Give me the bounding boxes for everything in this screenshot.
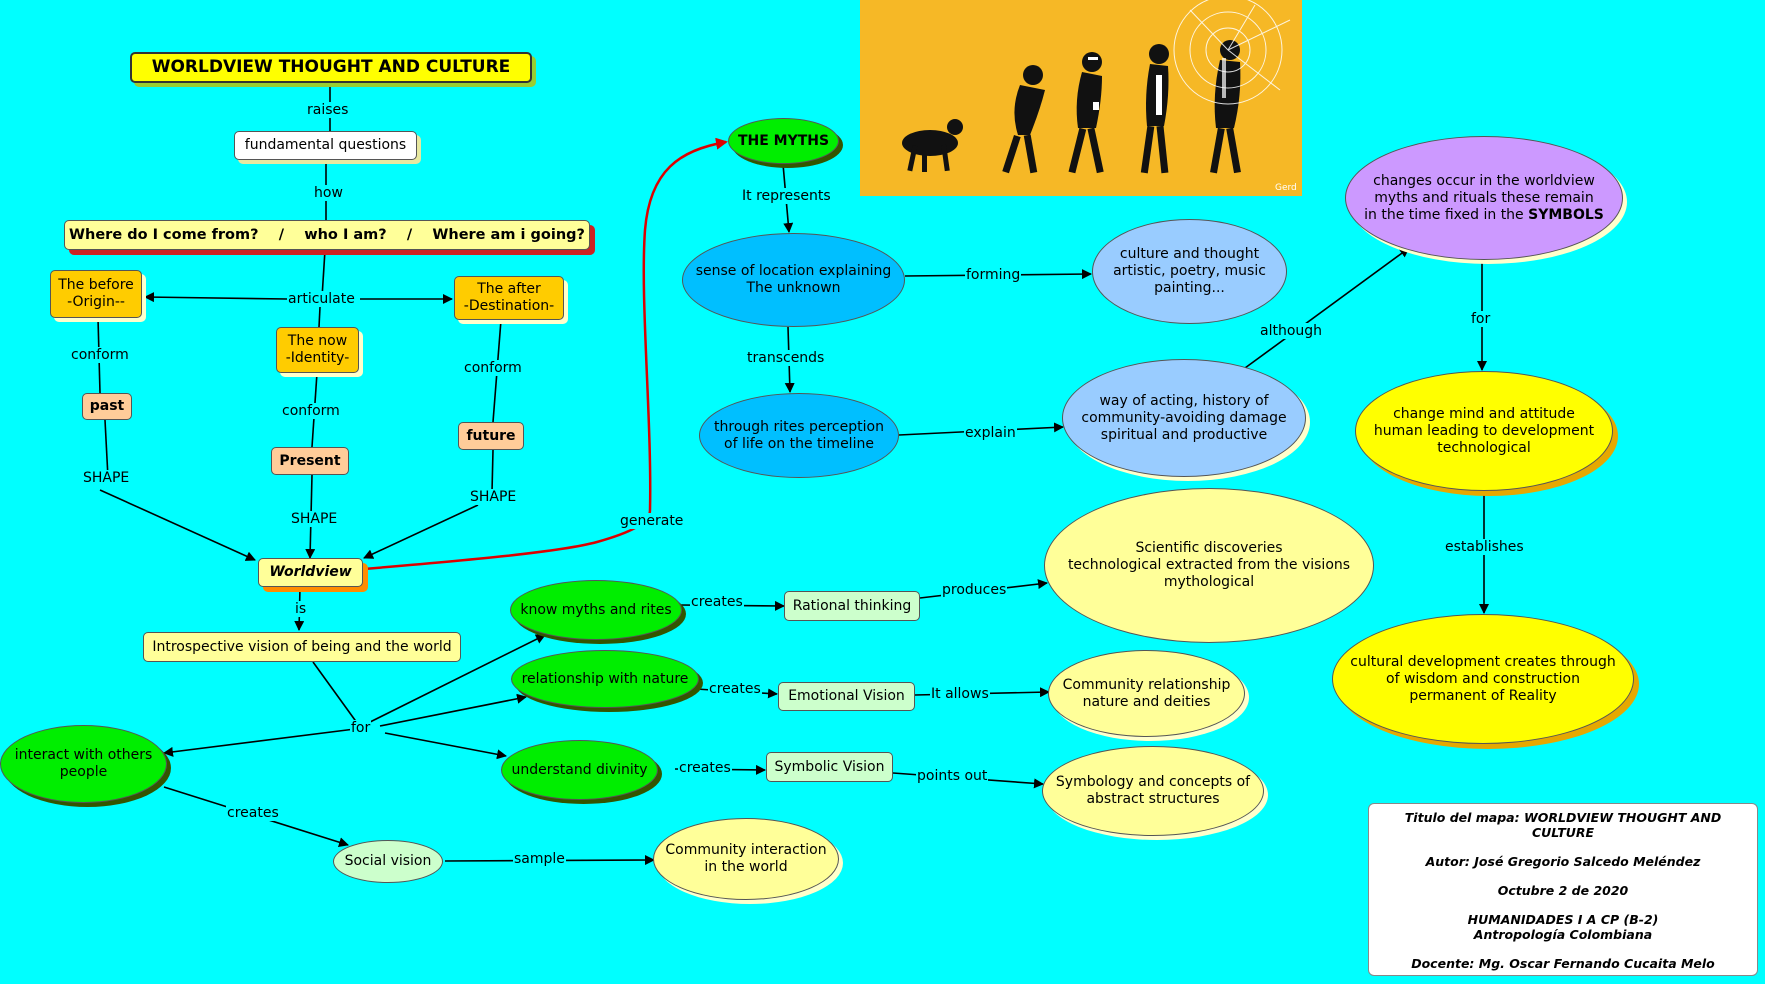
node-fundamental-questions: fundamental questions — [234, 131, 417, 160]
info-author: Autor: José Gregorio Salcedo Meléndez — [1425, 854, 1701, 869]
node-interact-others: interact with others people — [0, 725, 167, 803]
symbols-emphasis: SYMBOLS — [1528, 206, 1604, 223]
node-introspective-vision: Introspective vision of being and the wo… — [143, 632, 461, 662]
node-culture-thought: culture and thought artistic, poetry, mu… — [1092, 219, 1287, 324]
node-understand-divinity: understand divinity — [501, 740, 658, 800]
info-teacher: Docente: Mg. Oscar Fernando Cucaita Melo — [1411, 956, 1715, 971]
map-info-box: Titulo del mapa: WORLDVIEW THOUGHT AND C… — [1368, 803, 1758, 976]
node-scientific-discoveries: Scientific discoveries technological ext… — [1044, 488, 1374, 643]
evolution-image: Gerd — [860, 0, 1302, 196]
info-subject: Antropología Colombiana — [1473, 927, 1653, 942]
node-symbolic-vision: Symbolic Vision — [766, 752, 893, 782]
node-questions: Where do I come from? / who I am? / Wher… — [64, 220, 590, 250]
link-label-for-change: for — [1470, 311, 1492, 327]
map-title: WORLDVIEW THOUGHT AND CULTURE — [130, 52, 532, 83]
node-now-identity: The now -Identity- — [276, 327, 359, 373]
link-label-for: for — [350, 720, 372, 736]
link-label-creates-symbolic: creates — [678, 760, 732, 776]
link-label-creates-emotional: creates — [708, 681, 762, 697]
node-symbology: Symbology and concepts of abstract struc… — [1042, 746, 1264, 836]
link-label-it-allows: It allows — [930, 686, 990, 702]
link-label-generate: generate — [619, 513, 685, 529]
link-label-sample: sample — [513, 851, 566, 867]
node-past: past — [82, 393, 132, 420]
link-label-explain: explain — [964, 425, 1017, 441]
link-label-shape-future: SHAPE — [469, 489, 518, 505]
link-label-although: although — [1259, 323, 1324, 339]
info-course: HUMANIDADES I A CP (B-2) — [1467, 912, 1659, 927]
link-label-points-out: points out — [916, 768, 989, 784]
node-sense-location: sense of location explaining The unknown — [682, 233, 905, 327]
node-social-vision: Social vision — [333, 840, 443, 883]
image-caption: Gerd — [1275, 183, 1297, 193]
node-rites-perception: through rites perception of life on the … — [699, 393, 899, 478]
link-label-articulate: articulate — [287, 291, 356, 307]
node-future: future — [458, 422, 524, 450]
info-title: Titulo del mapa: WORLDVIEW THOUGHT AND C… — [1404, 810, 1722, 840]
node-relationship-nature: relationship with nature — [511, 650, 699, 708]
link-label-conform-present: conform — [281, 403, 341, 419]
link-label-conform-future: conform — [463, 360, 523, 376]
link-label-shape-present: SHAPE — [290, 511, 339, 527]
link-label-is: is — [294, 601, 308, 617]
link-label-raises: raises — [306, 102, 350, 118]
link-label-it-represents: It represents — [741, 188, 832, 204]
node-the-myths: THE MYTHS — [728, 118, 839, 164]
node-present: Present — [271, 447, 349, 475]
link-label-establishes: establishes — [1444, 539, 1525, 555]
node-way-acting: way of acting, history of community-avoi… — [1062, 359, 1306, 477]
node-changes-occur: changes occur in the worldview myths and… — [1345, 136, 1623, 260]
node-rational-thinking: Rational thinking — [784, 591, 920, 621]
node-cultural-development: cultural development creates through of … — [1332, 614, 1634, 744]
link-label-creates-social: creates — [226, 805, 280, 821]
node-community-relationship: Community relationship nature and deitie… — [1048, 650, 1245, 737]
info-date: Octubre 2 de 2020 — [1497, 883, 1629, 898]
changes-occur-text: changes occur in the worldview myths and… — [1364, 172, 1595, 223]
link-label-produces: produces — [941, 582, 1008, 598]
node-after-destination: The after -Destination- — [454, 276, 564, 320]
node-worldview: Worldview — [258, 558, 363, 587]
link-label-shape-past: SHAPE — [82, 470, 131, 486]
link-label-how: how — [313, 185, 344, 201]
link-label-conform-past: conform — [70, 347, 130, 363]
evolution-silhouettes-icon: Gerd — [902, 0, 1297, 193]
link-label-creates-rational: creates — [690, 594, 744, 610]
node-know-myths: know myths and rites — [510, 580, 682, 640]
node-emotional-vision: Emotional Vision — [778, 682, 915, 711]
node-before-origin: The before -Origin-- — [50, 270, 142, 318]
node-change-mind: change mind and attitude human leading t… — [1355, 371, 1613, 491]
link-label-forming: forming — [965, 267, 1022, 283]
node-community-interaction: Community interaction in the world — [653, 818, 839, 900]
link-label-transcends: transcends — [746, 350, 826, 366]
